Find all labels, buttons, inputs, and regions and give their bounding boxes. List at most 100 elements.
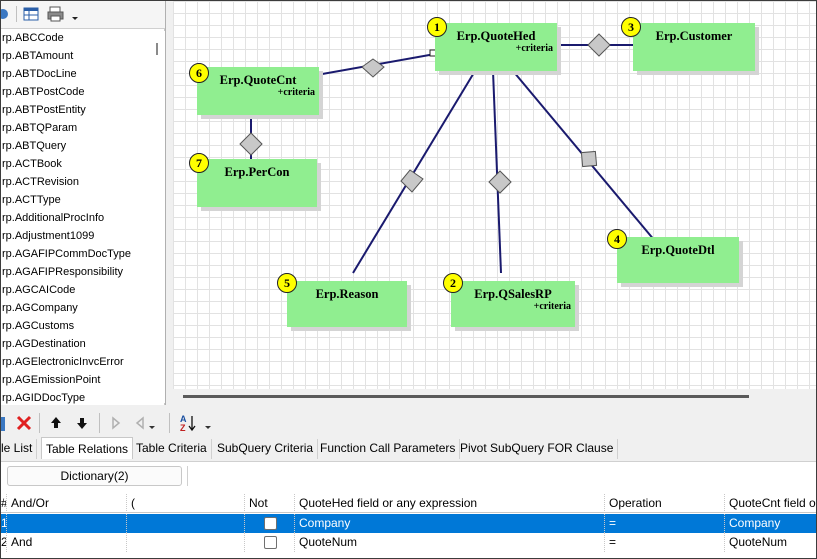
node-number-badge: 2 bbox=[443, 273, 463, 293]
list-item[interactable]: rp.ABTQParam bbox=[2, 122, 78, 134]
node-title: Erp.Customer bbox=[655, 29, 733, 43]
tab-function-call-parameters[interactable]: Function Call Parameters bbox=[316, 439, 461, 459]
list-item[interactable]: rp.ABTDocLine bbox=[2, 68, 77, 80]
node-quotecnt[interactable]: Erp.QuoteCnt +criteria bbox=[197, 67, 319, 115]
grid-view-icon[interactable] bbox=[23, 6, 39, 22]
target-field-cell[interactable]: Company bbox=[729, 516, 781, 530]
node-qsalesrp[interactable]: Erp.QSalesRP +criteria bbox=[451, 281, 575, 327]
list-item[interactable]: rp.ABTAmount bbox=[2, 50, 74, 62]
subtab-dictionary[interactable]: Dictionary(2) bbox=[7, 466, 182, 486]
move-down-icon[interactable] bbox=[75, 413, 89, 433]
tab-subquery-criteria[interactable]: SubQuery Criteria bbox=[213, 439, 319, 459]
back-icon[interactable] bbox=[133, 413, 155, 433]
connector-diamond bbox=[239, 132, 263, 156]
node-title: Erp.QSalesRP bbox=[474, 287, 552, 301]
tab-table-list[interactable]: le List bbox=[1, 439, 38, 459]
col-header-not[interactable]: Not bbox=[245, 494, 295, 513]
list-item[interactable]: rp.AGDestination bbox=[2, 338, 86, 350]
field-cell[interactable]: Company bbox=[295, 514, 605, 533]
list-item[interactable]: rp.ABCCode bbox=[2, 32, 64, 44]
relation-links bbox=[239, 33, 656, 274]
target-field-cell[interactable]: QuoteNum bbox=[729, 535, 788, 549]
list-item[interactable]: rp.AGAFIPResponsibility bbox=[2, 266, 124, 278]
list-item[interactable]: rp.AGAFIPCommDocType bbox=[2, 248, 131, 260]
list-item[interactable]: rp.ACTRevision bbox=[2, 176, 80, 188]
connector-diamond bbox=[587, 33, 611, 57]
table-row[interactable]: 2 And QuoteNum = QuoteNum bbox=[1, 533, 816, 552]
tab-strip: le List Table Relations Table Criteria S… bbox=[1, 437, 816, 461]
not-checkbox[interactable] bbox=[264, 536, 277, 549]
table-list-scrollbar[interactable] bbox=[151, 31, 165, 403]
play-icon[interactable] bbox=[109, 413, 123, 433]
not-checkbox[interactable] bbox=[264, 517, 277, 530]
panel-splitter[interactable] bbox=[165, 1, 173, 405]
list-item[interactable]: rp.ABTPostCode bbox=[2, 86, 85, 98]
list-item[interactable]: rp.ACTBook bbox=[2, 158, 62, 170]
refresh-icon[interactable] bbox=[1, 6, 9, 22]
link-quotehed-qsalesrp bbox=[492, 70, 502, 274]
table-list: rp.ABCCode rp.ABTAmount rp.ABTDocLine rp… bbox=[1, 29, 165, 405]
node-quotehed[interactable]: Erp.QuoteHed +criteria bbox=[435, 23, 557, 71]
connector-diamond bbox=[361, 58, 385, 78]
grid-header-row: # And/Or ( Not QuoteHed field or any exp… bbox=[1, 494, 816, 513]
connector-diamond bbox=[488, 170, 512, 194]
node-number-badge: 4 bbox=[607, 229, 627, 249]
andor-cell[interactable] bbox=[7, 514, 127, 533]
print-icon[interactable] bbox=[47, 6, 65, 22]
add-icon[interactable] bbox=[1, 417, 5, 431]
list-item[interactable]: rp.AGIDDocType bbox=[2, 392, 86, 404]
scrollbar-thumb[interactable] bbox=[156, 43, 158, 55]
list-item[interactable]: rp.AdditionalProcInfo bbox=[2, 212, 105, 224]
andor-cell[interactable]: And bbox=[7, 533, 127, 552]
list-item[interactable]: rp.AGEmissionPoint bbox=[2, 374, 101, 386]
table-row[interactable]: 1 Company = Company bbox=[1, 514, 816, 533]
col-header-paren[interactable]: ( bbox=[127, 494, 245, 513]
col-header-number[interactable]: # bbox=[1, 494, 7, 513]
list-item[interactable]: rp.AGCustoms bbox=[2, 320, 75, 332]
svg-text:A: A bbox=[180, 414, 187, 424]
left-toolbar bbox=[1, 1, 171, 29]
list-item[interactable]: rp.ACTType bbox=[2, 194, 61, 206]
node-title: Erp.QuoteCnt bbox=[219, 73, 297, 87]
toolbar-separator bbox=[16, 6, 17, 22]
tab-table-relations[interactable]: Table Relations bbox=[41, 437, 134, 459]
dropdown-arrow-icon[interactable] bbox=[71, 6, 79, 22]
col-header-quotehed-field[interactable]: QuoteHed field or any expression bbox=[295, 494, 605, 513]
diagram-scrollbar[interactable] bbox=[173, 389, 816, 405]
list-item[interactable]: rp.AGElectronicInvcError bbox=[2, 356, 124, 368]
list-item[interactable]: rp.ABTQuery bbox=[2, 140, 67, 152]
list-item[interactable]: rp.AGCAICode bbox=[2, 284, 76, 296]
node-title: Erp.QuoteHed bbox=[456, 29, 536, 43]
node-percon[interactable]: Erp.PerCon bbox=[197, 159, 317, 207]
col-header-andor[interactable]: And/Or bbox=[7, 494, 127, 513]
relation-diagram[interactable]: Erp.QuoteHed +criteria 1 Erp.Customer 3 … bbox=[173, 1, 816, 389]
col-header-operation[interactable]: Operation bbox=[605, 494, 725, 513]
col-header-quotecnt-field[interactable]: QuoteCnt field or bbox=[729, 496, 816, 510]
node-criteria: +criteria bbox=[533, 301, 571, 312]
paren-cell[interactable] bbox=[127, 533, 245, 552]
node-number-badge: 7 bbox=[189, 153, 209, 173]
node-number-badge: 1 bbox=[427, 17, 447, 37]
node-title: Erp.Reason bbox=[315, 287, 379, 301]
relations-grid: # And/Or ( Not QuoteHed field or any exp… bbox=[1, 494, 816, 558]
list-item[interactable]: rp.Adjustment1099 bbox=[2, 230, 95, 242]
scrollbar-thumb[interactable] bbox=[183, 395, 749, 398]
toolbar-separator bbox=[99, 413, 100, 433]
operation-cell[interactable]: = bbox=[605, 514, 725, 533]
move-up-icon[interactable] bbox=[49, 413, 63, 433]
field-cell[interactable]: QuoteNum bbox=[295, 533, 605, 552]
toolbar-separator bbox=[39, 413, 40, 433]
node-reason[interactable]: Erp.Reason bbox=[287, 281, 407, 327]
delete-icon[interactable] bbox=[15, 413, 33, 433]
list-item[interactable]: rp.ABTPostEntity bbox=[2, 104, 86, 116]
operation-cell[interactable]: = bbox=[605, 533, 725, 552]
node-quotedtl[interactable]: Erp.QuoteDtl bbox=[617, 237, 739, 283]
node-customer[interactable]: Erp.Customer bbox=[633, 23, 755, 71]
node-number-badge: 6 bbox=[189, 63, 209, 83]
tab-pivot-subquery[interactable]: Pivot SubQuery FOR Clause bbox=[456, 439, 619, 459]
list-item[interactable]: rp.AGCompany bbox=[2, 302, 78, 314]
node-number-badge: 3 bbox=[621, 17, 641, 37]
tab-table-criteria[interactable]: Table Criteria bbox=[132, 439, 212, 459]
paren-cell[interactable] bbox=[127, 514, 245, 533]
